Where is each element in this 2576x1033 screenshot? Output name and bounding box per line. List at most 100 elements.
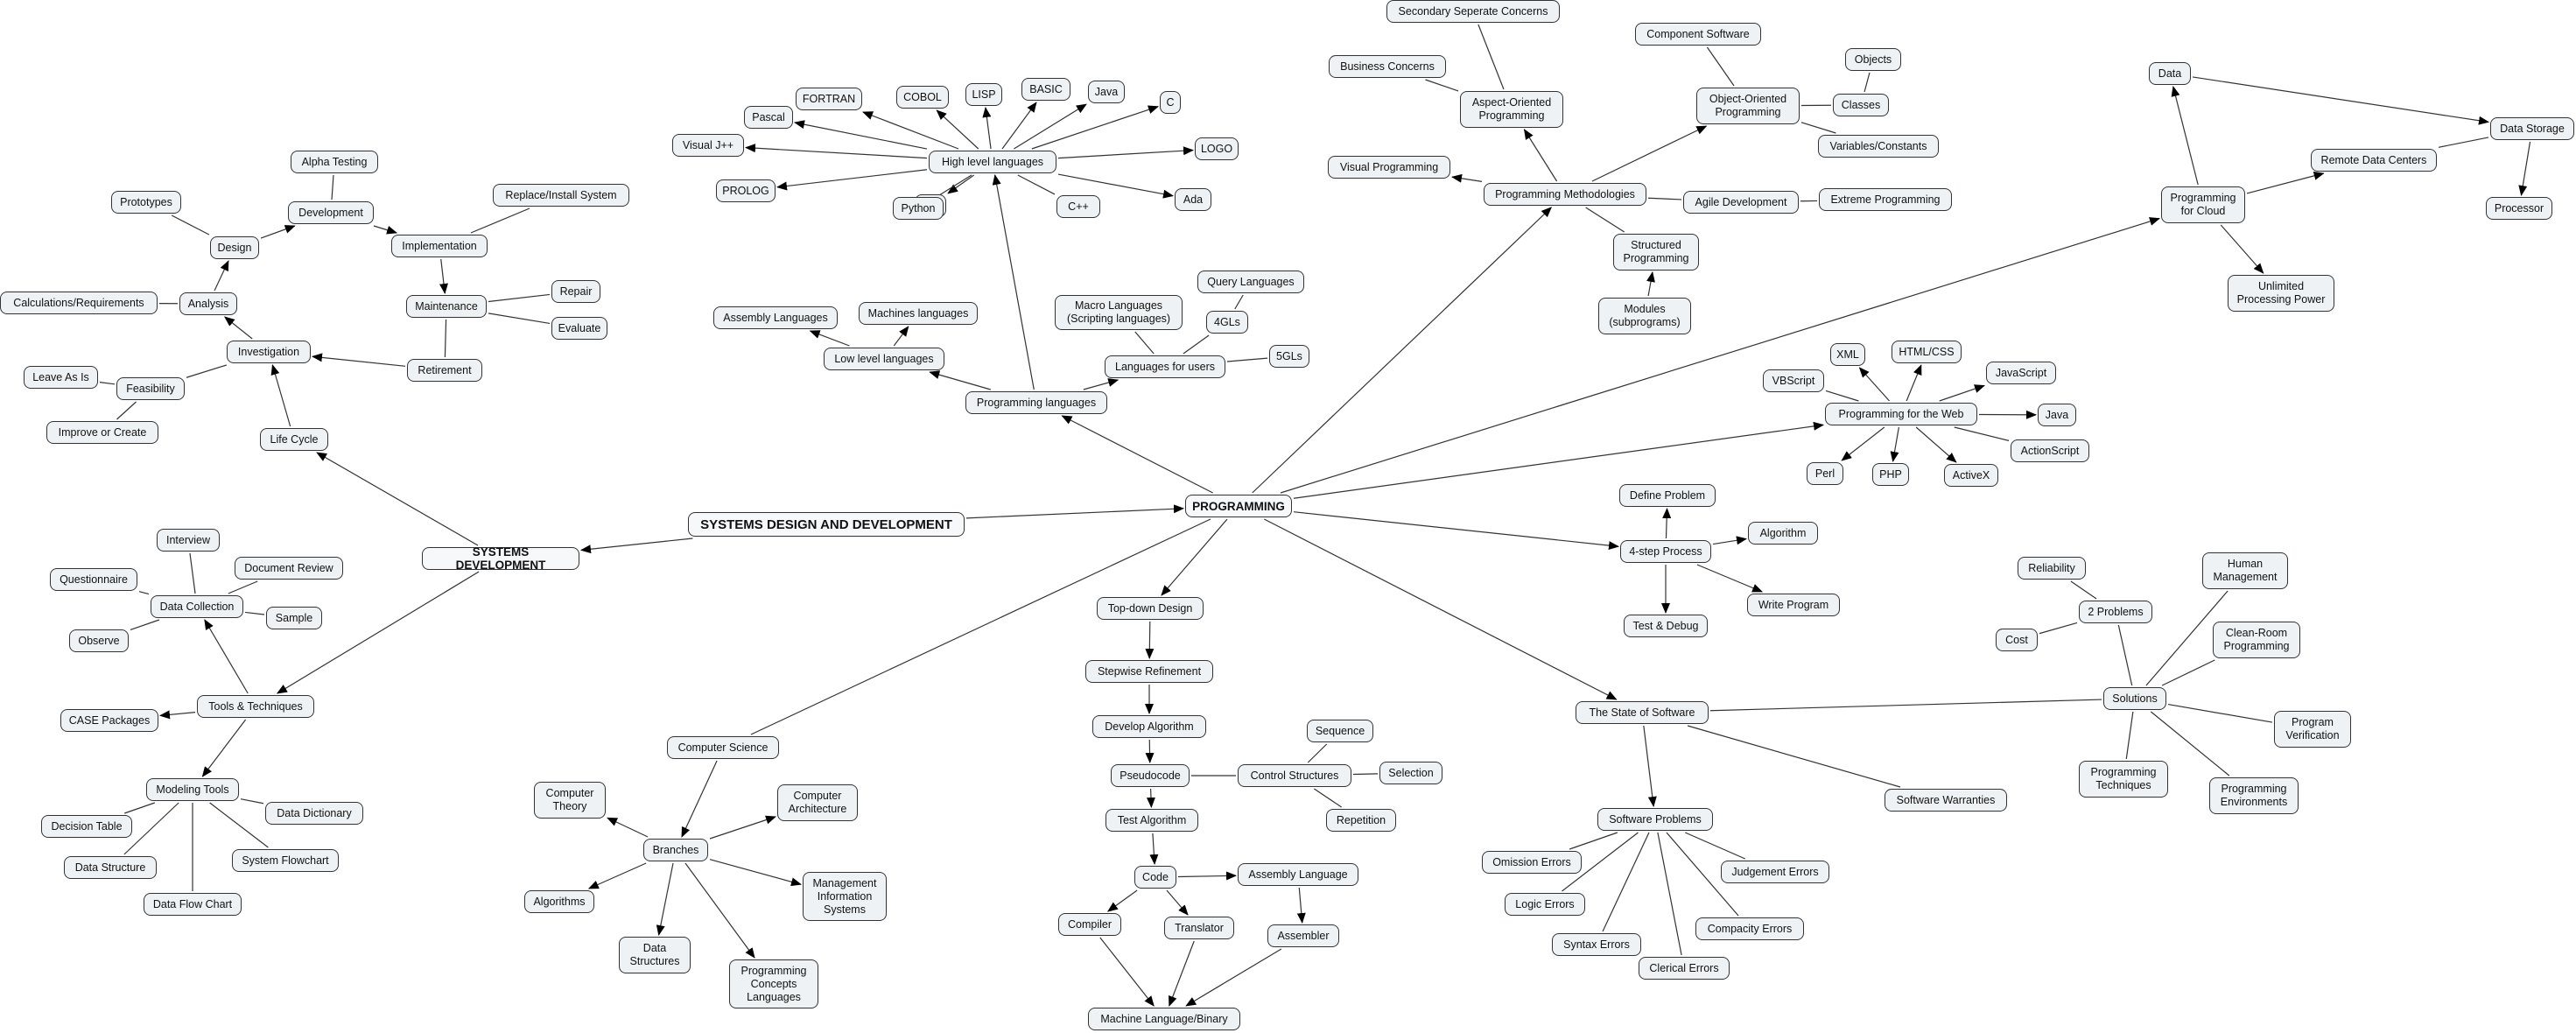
node-actionscript[interactable]: ActionScript <box>2011 439 2089 462</box>
node-docreview[interactable]: Document Review <box>235 557 343 580</box>
node-algorithm[interactable]: Algorithm <box>1748 522 1818 545</box>
node-sequence[interactable]: Sequence <box>1307 720 1373 742</box>
node-selection[interactable]: Selection <box>1379 762 1442 784</box>
node-pseudocode[interactable]: Pseudocode <box>1111 764 1190 787</box>
node-4gl[interactable]: 4GLs <box>1206 311 1248 334</box>
node-visualj[interactable]: Visual J++ <box>672 134 744 157</box>
node-cloud[interactable]: Programming for Cloud <box>2161 186 2245 223</box>
node-5gl[interactable]: 5GLs <box>1269 345 1309 368</box>
node-datastructures[interactable]: Data Structures <box>619 937 691 973</box>
node-sample[interactable]: Sample <box>266 607 322 629</box>
node-case[interactable]: CASE Packages <box>60 709 158 732</box>
node-repetition[interactable]: Repetition <box>1326 809 1396 832</box>
node-sysdev[interactable]: SYSTEMS DEVELOPMENT <box>422 545 579 572</box>
node-repair[interactable]: Repair <box>551 280 600 303</box>
node-prolog[interactable]: PROLOG <box>716 179 776 202</box>
node-aspect[interactable]: Aspect-Oriented Programming <box>1460 91 1563 128</box>
node-modules[interactable]: Modules (subprograms) <box>1598 298 1691 334</box>
node-analysis[interactable]: Analysis <box>179 292 237 315</box>
node-stepwise[interactable]: Stepwise Refinement <box>1085 660 1213 683</box>
node-logo[interactable]: LOGO <box>1195 137 1239 160</box>
node-reliability[interactable]: Reliability <box>2018 557 2086 580</box>
node-development[interactable]: Development <box>288 201 374 224</box>
node-unlimited[interactable]: Unlimited Processing Power <box>2228 275 2334 312</box>
node-statesoftware[interactable]: The State of Software <box>1576 701 1709 724</box>
node-web[interactable]: Programming for the Web <box>1825 403 1977 425</box>
node-datastructure[interactable]: Data Structure <box>64 856 157 879</box>
node-leaveasis[interactable]: Leave As Is <box>24 366 98 389</box>
node-business[interactable]: Business Concerns <box>1329 55 1446 78</box>
node-machinelang[interactable]: Machines languages <box>859 302 978 325</box>
node-javascript[interactable]: JavaScript <box>1986 362 2056 384</box>
node-algorithms[interactable]: Algorithms <box>524 890 594 913</box>
node-testalg[interactable]: Test Algorithm <box>1106 809 1198 832</box>
node-data[interactable]: Data <box>2149 62 2191 85</box>
node-investigation[interactable]: Investigation <box>227 341 311 363</box>
node-logic[interactable]: Logic Errors <box>1505 893 1585 916</box>
node-mis[interactable]: Management Information Systems <box>803 872 887 921</box>
node-activex[interactable]: ActiveX <box>1944 464 1998 487</box>
node-assemblylang2[interactable]: Assembly Language <box>1238 863 1358 886</box>
node-lisp[interactable]: LISP <box>965 83 1002 106</box>
node-cpp[interactable]: C++ <box>1056 195 1100 218</box>
node-assemblylang[interactable]: Assembly Languages <box>713 306 838 329</box>
node-progconcepts[interactable]: Programming Concepts Languages <box>729 959 818 1008</box>
node-interview[interactable]: Interview <box>157 529 220 552</box>
node-alpha[interactable]: Alpha Testing <box>291 151 378 173</box>
node-htmlcss[interactable]: HTML/CSS <box>1892 341 1962 363</box>
node-assembler[interactable]: Assembler <box>1267 924 1339 947</box>
node-comparch[interactable]: Computer Architecture <box>777 784 858 821</box>
node-objects[interactable]: Objects <box>1845 48 1901 71</box>
node-lifecycle[interactable]: Life Cycle <box>260 428 328 451</box>
node-compacity[interactable]: Compacity Errors <box>1695 917 1804 940</box>
node-control[interactable]: Control Structures <box>1238 764 1351 787</box>
node-programming[interactable]: PROGRAMMING <box>1185 495 1292 517</box>
node-techniques[interactable]: Programming Techniques <box>2079 761 2168 798</box>
node-comptheory[interactable]: Computer Theory <box>534 782 606 819</box>
node-datacollection[interactable]: Data Collection <box>151 595 243 618</box>
node-environments[interactable]: Programming Environments <box>2209 777 2299 814</box>
node-python[interactable]: Python <box>893 197 944 220</box>
node-xml[interactable]: XML <box>1830 343 1865 366</box>
node-retirement[interactable]: Retirement <box>407 359 482 382</box>
node-basic[interactable]: BASIC <box>1021 78 1070 101</box>
node-code[interactable]: Code <box>1134 866 1176 889</box>
node-fortran[interactable]: FORTRAN <box>796 88 862 110</box>
node-testdebug[interactable]: Test & Debug <box>1624 615 1708 637</box>
node-clerical[interactable]: Clerical Errors <box>1639 957 1730 980</box>
node-writeprog[interactable]: Write Program <box>1747 594 1840 616</box>
node-softproblems[interactable]: Software Problems <box>1597 808 1713 831</box>
node-warranties[interactable]: Software Warranties <box>1885 789 2007 812</box>
node-cost[interactable]: Cost <box>1996 629 2038 651</box>
node-calcreq[interactable]: Calculations/Requirements <box>0 292 158 314</box>
node-omission[interactable]: Omission Errors <box>1482 851 1582 874</box>
node-component[interactable]: Component Software <box>1635 23 1761 46</box>
node-compsci[interactable]: Computer Science <box>667 736 779 759</box>
node-vbscript[interactable]: VBScript <box>1763 369 1824 392</box>
node-machinebinary[interactable]: Machine Language/Binary <box>1088 1008 1240 1030</box>
node-improve[interactable]: Improve or Create <box>46 421 158 444</box>
node-questionnaire[interactable]: Questionnaire <box>50 568 137 591</box>
node-verification[interactable]: Program Verification <box>2274 711 2351 748</box>
node-sysflow[interactable]: System Flowchart <box>232 849 339 872</box>
node-design[interactable]: Design <box>210 236 259 259</box>
node-replace[interactable]: Replace/Install System <box>493 184 629 207</box>
node-ada[interactable]: Ada <box>1175 188 1211 211</box>
node-methodologies[interactable]: Programming Methodologies <box>1484 183 1646 206</box>
node-datadict[interactable]: Data Dictionary <box>265 802 363 825</box>
node-c[interactable]: C <box>1160 91 1181 114</box>
node-twoproblems[interactable]: 2 Problems <box>2079 601 2152 623</box>
node-modeling[interactable]: Modeling Tools <box>146 778 239 801</box>
node-tools[interactable]: Tools & Techniques <box>197 695 314 718</box>
node-structured[interactable]: Structured Programming <box>1613 234 1699 271</box>
node-human[interactable]: Human Management <box>2202 552 2288 589</box>
node-define[interactable]: Define Problem <box>1619 484 1716 507</box>
node-classes[interactable]: Classes <box>1833 94 1889 116</box>
node-evaluate[interactable]: Evaluate <box>551 317 607 340</box>
node-php[interactable]: PHP <box>1872 463 1909 486</box>
node-root[interactable]: SYSTEMS DESIGN AND DEVELOPMENT <box>688 512 965 537</box>
node-solutions[interactable]: Solutions <box>2103 687 2166 710</box>
node-observe[interactable]: Observe <box>69 629 129 652</box>
node-dectable[interactable]: Decision Table <box>41 815 132 838</box>
node-extreme[interactable]: Extreme Programming <box>1819 188 1952 211</box>
